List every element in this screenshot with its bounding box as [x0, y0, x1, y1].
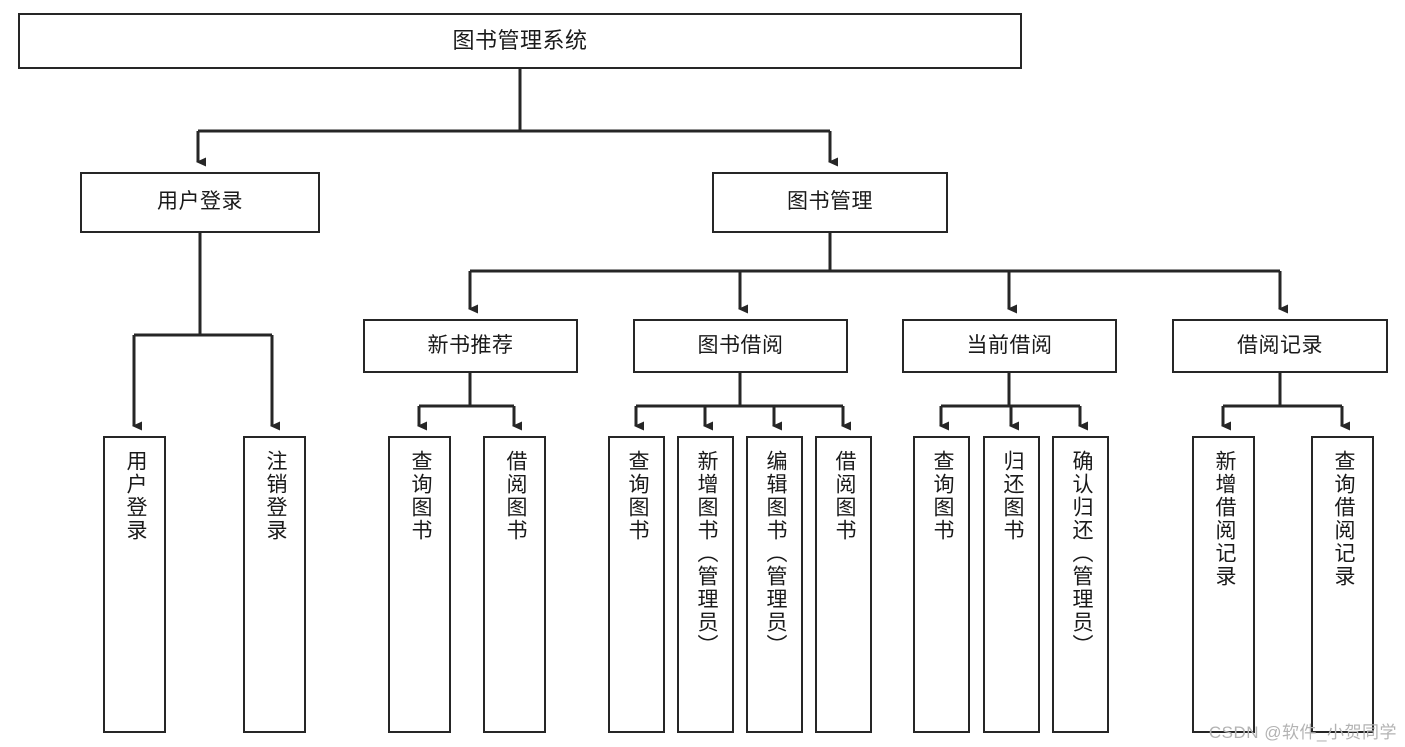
node-leaf-borrow-book-1[interactable]: 借阅图书	[483, 436, 546, 733]
node-book-borrow-label: 图书借阅	[697, 333, 784, 357]
node-leaf-query-borrow-record[interactable]: 查询借阅记录	[1311, 436, 1374, 733]
node-leaf-edit-book-admin[interactable]: 编辑图书（管理员）	[746, 436, 803, 733]
node-leaf-return-book-label: 归还图书	[1000, 450, 1024, 542]
node-borrow-record[interactable]: 借阅记录	[1172, 319, 1388, 373]
node-leaf-user-login[interactable]: 用户登录	[103, 436, 166, 733]
node-leaf-query-book-3[interactable]: 查询图书	[913, 436, 970, 733]
node-leaf-query-book-3-label: 查询图书	[930, 450, 954, 542]
node-current-borrow[interactable]: 当前借阅	[902, 319, 1117, 373]
node-leaf-borrow-book-2-label: 借阅图书	[832, 450, 856, 542]
node-leaf-query-book-2-label: 查询图书	[625, 450, 649, 542]
node-borrow-record-label: 借阅记录	[1237, 333, 1323, 357]
node-root-label: 图书管理系统	[452, 28, 588, 54]
node-leaf-query-book-1-label: 查询图书	[408, 450, 432, 542]
node-leaf-confirm-return-admin[interactable]: 确认归还（管理员）	[1052, 436, 1109, 733]
node-leaf-add-borrow-record[interactable]: 新增借阅记录	[1192, 436, 1255, 733]
node-leaf-edit-book-admin-label: 编辑图书（管理员）	[763, 450, 787, 657]
node-book-borrow[interactable]: 图书借阅	[633, 319, 848, 373]
node-leaf-user-login-label: 用户登录	[123, 450, 147, 542]
node-root[interactable]: 图书管理系统	[18, 13, 1022, 69]
node-new-book-recommend-label: 新书推荐	[427, 333, 514, 357]
node-leaf-logout-login[interactable]: 注销登录	[243, 436, 306, 733]
node-leaf-logout-login-label: 注销登录	[263, 450, 287, 542]
node-leaf-add-book-admin[interactable]: 新增图书（管理员）	[677, 436, 734, 733]
node-book-manage-label: 图书管理	[787, 190, 873, 214]
node-leaf-add-book-admin-label: 新增图书（管理员）	[694, 450, 718, 657]
node-leaf-add-borrow-record-label: 新增借阅记录	[1212, 450, 1236, 588]
node-leaf-query-book-1[interactable]: 查询图书	[388, 436, 451, 733]
node-user-login[interactable]: 用户登录	[80, 172, 320, 233]
watermark: CSDN @软件_小贺同学	[1208, 723, 1397, 742]
node-leaf-query-book-2[interactable]: 查询图书	[608, 436, 665, 733]
node-leaf-return-book[interactable]: 归还图书	[983, 436, 1040, 733]
node-leaf-query-borrow-record-label: 查询借阅记录	[1331, 450, 1355, 588]
node-book-manage[interactable]: 图书管理	[712, 172, 948, 233]
node-current-borrow-label: 当前借阅	[966, 333, 1053, 357]
node-user-login-label: 用户登录	[157, 190, 243, 214]
node-leaf-confirm-return-admin-label: 确认归还（管理员）	[1069, 450, 1093, 657]
node-new-book-recommend[interactable]: 新书推荐	[363, 319, 578, 373]
node-leaf-borrow-book-2[interactable]: 借阅图书	[815, 436, 872, 733]
node-leaf-borrow-book-1-label: 借阅图书	[503, 450, 527, 542]
